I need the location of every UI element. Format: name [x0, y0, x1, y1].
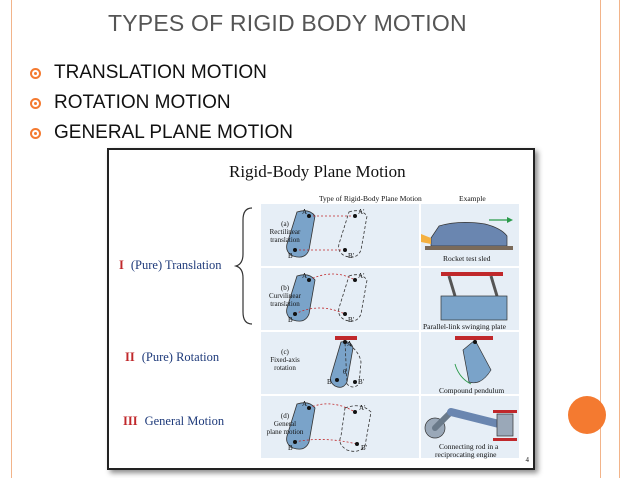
- point-label: A′: [359, 404, 366, 412]
- point-label: A′: [358, 208, 365, 216]
- figure-grid: [233, 204, 519, 458]
- point-label: A: [302, 400, 308, 408]
- connecting-rod-illustration: [424, 408, 517, 441]
- category-general: III General Motion: [123, 414, 224, 429]
- point-label: B: [327, 378, 332, 386]
- category-label: (Pure) Translation: [130, 258, 222, 272]
- point-label: B′: [358, 378, 365, 386]
- diagram-rectilinear: [286, 210, 368, 258]
- right-decor-line: [600, 0, 601, 478]
- swinging-plate-illustration: [440, 272, 508, 321]
- point-label: B: [288, 252, 293, 260]
- point-label: A: [347, 340, 353, 348]
- category-label: General Motion: [144, 414, 225, 428]
- figure-title: Rigid-Body Plane Motion: [229, 162, 406, 181]
- page-number: 4: [525, 456, 530, 464]
- example-caption: Parallel-link swinging plate: [423, 322, 506, 331]
- category-number: II: [125, 350, 135, 364]
- rigid-body-figure: Rigid-Body Plane Motion Type of Rigid-Bo…: [107, 148, 535, 470]
- point-label: B′: [348, 316, 355, 324]
- ring-bullet-icon: [30, 67, 41, 79]
- diagram-fixed-axis-rotation: [330, 336, 362, 388]
- bullet-item: ROTATION MOTION: [30, 88, 293, 118]
- point-label: A′: [358, 272, 365, 280]
- left-decor-line: [11, 0, 12, 478]
- diagram-curvilinear: [286, 273, 368, 322]
- column-header-example: Example: [459, 194, 486, 203]
- example-caption: Connecting rod in a: [439, 442, 499, 451]
- rocket-sled-illustration: [421, 217, 513, 250]
- category-number: I: [119, 258, 124, 272]
- point-label: B: [288, 316, 293, 324]
- point-label: B′: [348, 252, 355, 260]
- column-header-type: Type of Rigid-Body Plane Motion: [319, 194, 422, 203]
- right-decor-line-outer: [619, 0, 620, 478]
- ring-bullet-icon: [30, 127, 41, 139]
- example-caption: Compound pendulum: [439, 386, 505, 395]
- slide-title: TYPES OF RIGID BODY MOTION: [108, 10, 467, 36]
- example-caption-2: reciprocating engine: [435, 450, 497, 459]
- point-label: A: [302, 208, 308, 216]
- bullet-list: TRANSLATION MOTION ROTATION MOTION GENER…: [30, 58, 293, 148]
- point-label: B: [288, 444, 293, 452]
- category-translation: I (Pure) Translation: [119, 258, 222, 273]
- bullet-item: GENERAL PLANE MOTION: [30, 118, 293, 148]
- bullet-text: ROTATION MOTION: [54, 92, 231, 113]
- category-label: (Pure) Rotation: [141, 350, 220, 364]
- point-label: A: [302, 272, 308, 280]
- category-rotation: II (Pure) Rotation: [125, 350, 219, 365]
- compound-pendulum-illustration: [454, 336, 493, 385]
- bullet-text: GENERAL PLANE MOTION: [54, 122, 293, 143]
- orange-circle-decor: [568, 396, 606, 434]
- ring-bullet-icon: [30, 97, 41, 109]
- diagram-general-plane-motion: [286, 402, 372, 452]
- bullet-item: TRANSLATION MOTION: [30, 58, 293, 88]
- category-number: III: [123, 414, 138, 428]
- example-caption: Rocket test sled: [443, 254, 491, 263]
- point-label: B′: [361, 444, 368, 452]
- angle-label: θ: [343, 368, 347, 376]
- bullet-text: TRANSLATION MOTION: [54, 62, 267, 83]
